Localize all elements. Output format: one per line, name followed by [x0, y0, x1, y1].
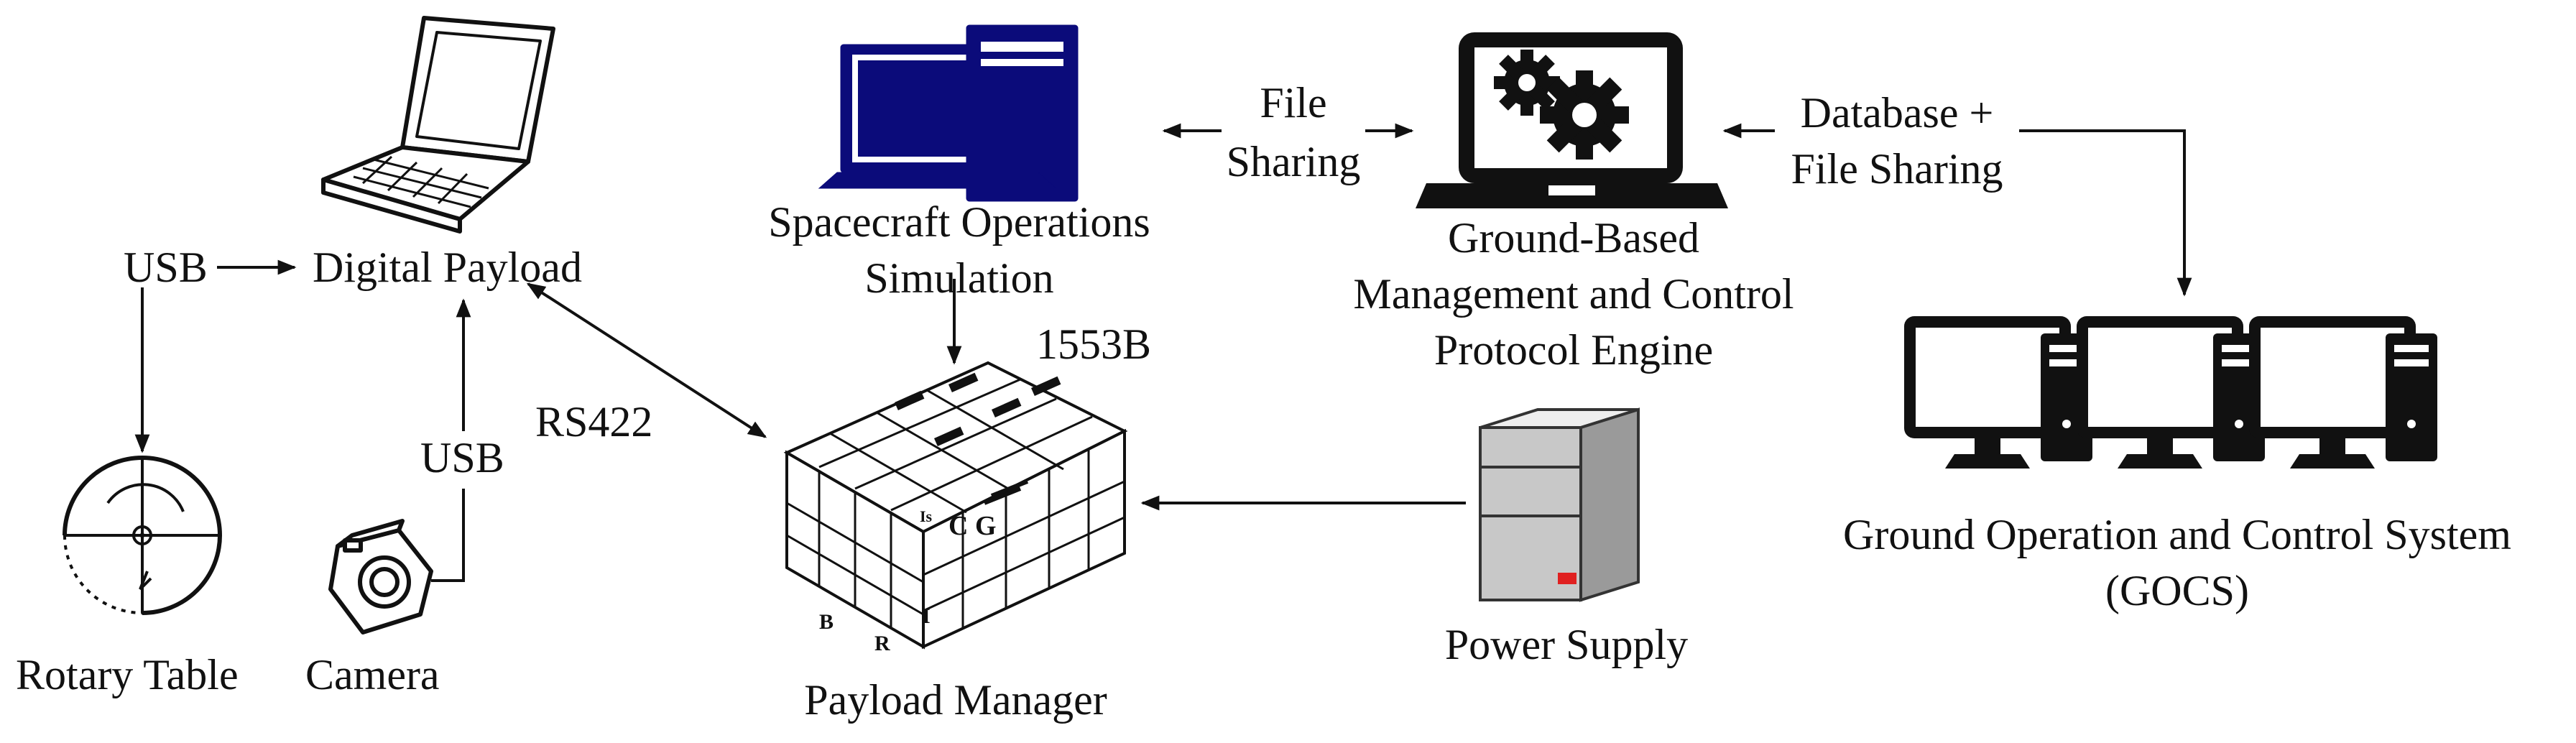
- rs422-label: RS422: [535, 398, 653, 446]
- bus-1553b-label: 1553B: [1036, 320, 1152, 368]
- db-file-sharing-line1: Database +: [1800, 89, 1994, 137]
- ground-engine-line1: Ground-Based: [1448, 214, 1699, 262]
- rotary-table-icon: [62, 456, 222, 616]
- payload-manager-label: Payload Manager: [804, 676, 1107, 724]
- gocs-line1: Ground Operation and Control System: [1843, 511, 2511, 558]
- ground-engine-line3: Protocol Engine: [1434, 326, 1714, 374]
- workstation-cluster-icon: [0, 0, 2437, 469]
- payload-r-mark: R: [874, 632, 890, 655]
- file-sharing-line2: Sharing: [1226, 138, 1361, 185]
- camera-label: Camera: [305, 651, 440, 698]
- template-mask: [0, 0, 190, 154]
- db-share-down-arrow: [2019, 129, 2192, 297]
- power-supply-server-icon: [1479, 407, 1640, 602]
- digital-payload-label: Digital Payload: [313, 244, 582, 291]
- file-sharing-line1: File: [1260, 79, 1327, 126]
- spacecraft-ops-line1: Spacecraft Operations: [768, 198, 1150, 246]
- laptop-gears-icon: [1416, 32, 1728, 208]
- rs422-arrow: [526, 282, 767, 438]
- connectors: [134, 123, 2192, 582]
- desktop-computer-icon: [818, 24, 1079, 202]
- gocs-line2: (GOCS): [2105, 567, 2249, 614]
- payload-i-mark: I: [922, 604, 931, 628]
- ground-engine-line2: Management and Control: [1353, 270, 1794, 318]
- camera-icon: [328, 519, 433, 634]
- power-supply-label: Power Supply: [1444, 621, 1689, 668]
- usb-rotary-label: USB: [124, 244, 208, 291]
- rotary-table-label: Rotary Table: [16, 651, 239, 698]
- db-file-sharing-line2: File Sharing: [1791, 145, 2003, 193]
- usb-camera-label: USB: [420, 434, 504, 481]
- payload-is-mark: Is: [920, 507, 933, 525]
- camera-usb-line: [431, 489, 465, 582]
- payload-rack-icon: [783, 361, 1128, 650]
- payload-b-mark: B: [819, 610, 834, 634]
- laptop-icon: [321, 16, 555, 234]
- payload-cg-mark: C G: [948, 511, 997, 541]
- spacecraft-ops-line2: Simulation: [864, 254, 1054, 302]
